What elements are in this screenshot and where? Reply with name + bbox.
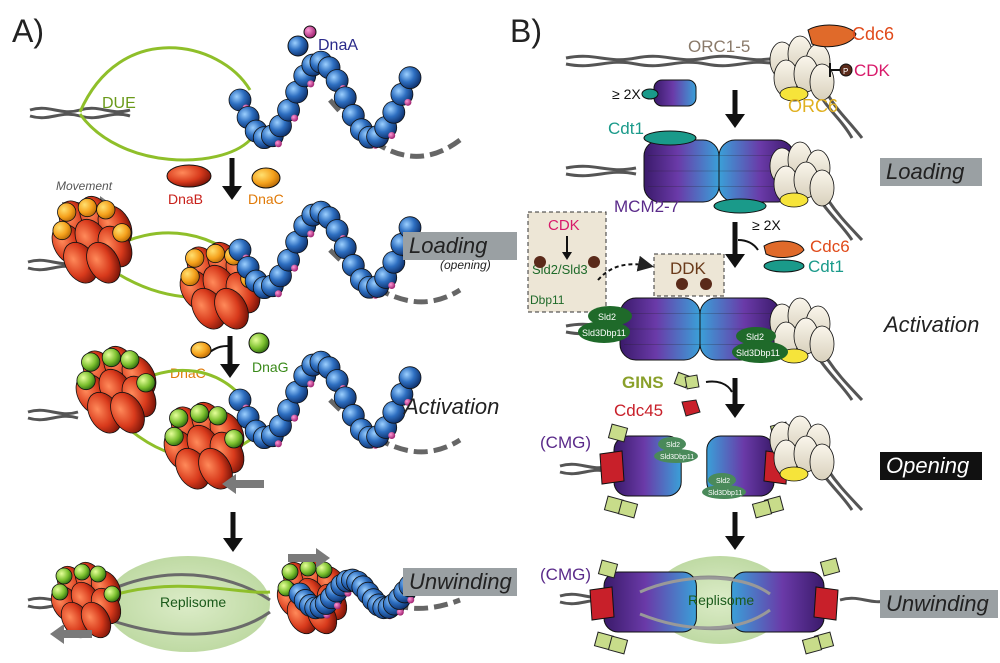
replisome-label-a: Replisome — [160, 594, 226, 610]
gins-label: GINS — [622, 373, 664, 392]
arrow-a3 — [223, 512, 243, 552]
cdt1-label-2: Cdt1 — [808, 257, 844, 276]
sld2sld3-label: Sld2/Sld3 — [532, 262, 588, 277]
arrow-b2 — [725, 222, 759, 268]
mcm-double-hexamer-row2 — [643, 130, 795, 214]
dnab-hexamer-row2-left — [51, 195, 133, 284]
dnaa-helix-row3 — [228, 350, 422, 450]
arrow-b3 — [705, 378, 745, 418]
gins-icon — [673, 371, 700, 390]
stage-activation-b: Activation — [884, 312, 980, 337]
cmg-complex-row4 — [599, 421, 791, 519]
sld-complex-row3-left: Sld2 Sld3Dbp11 — [578, 306, 632, 343]
dnac-dnag-exchange — [190, 332, 270, 359]
dnab-dnag-row4-left — [50, 561, 122, 639]
svg-text:Sld2: Sld2 — [746, 332, 764, 342]
due-label: DUE — [102, 95, 136, 112]
orc15-label: ORC1-5 — [688, 37, 750, 56]
cdc45-label: Cdc45 — [614, 401, 663, 420]
cmg-label-1: (CMG) — [540, 433, 591, 452]
ddk-phospho — [676, 278, 712, 290]
stage-opening-sub-a: (opening) — [440, 258, 491, 272]
dnab-label: DnaB — [168, 191, 203, 207]
dnab-hexamer-row2-right — [179, 241, 261, 330]
svg-text:Sld2: Sld2 — [666, 442, 680, 449]
ddk-label: DDK — [670, 259, 707, 278]
sld-complex-row4: Sld2 Sld3Dbp11 Sld2 Sld3Dbp11 — [654, 437, 746, 499]
cdk-label-1: CDK — [854, 61, 891, 80]
cdk-to-ddk-arrow — [597, 255, 654, 281]
mcm-input-row1 — [641, 79, 697, 107]
dbp11-label: Dbp11 — [530, 293, 565, 307]
sld-complex-row3-right: Sld2 Sld3Dbp11 — [732, 327, 788, 363]
arrow-b4 — [725, 512, 745, 550]
cdc6-row2 — [763, 240, 805, 258]
orc-complex-row2 — [769, 141, 835, 208]
cdc6-label-1: Cdc6 — [852, 24, 894, 44]
b-row1-dna — [565, 54, 864, 139]
svg-text:P: P — [843, 67, 848, 76]
dnaa-helix-row1 — [228, 50, 422, 150]
arrow-b1 — [725, 90, 745, 128]
svg-text:Sld3Dbp11: Sld3Dbp11 — [736, 348, 780, 358]
svg-text:Sld3Dbp11: Sld3Dbp11 — [660, 454, 694, 461]
ddk-box — [653, 253, 725, 297]
stage-loading-b: Loading — [880, 158, 982, 186]
replisome-label-b: Replisome — [688, 592, 754, 608]
panel-a-label: A) — [12, 13, 44, 49]
ge2x-label-1: ≥ 2X — [612, 86, 641, 102]
svg-text:Sld3Dbp11: Sld3Dbp11 — [582, 328, 626, 338]
svg-text:Sld3Dbp11: Sld3Dbp11 — [708, 490, 742, 497]
dnac-label-1: DnaC — [248, 191, 284, 207]
movement-label: Movement — [56, 179, 113, 193]
svg-text:Sld2: Sld2 — [598, 312, 616, 322]
cmg-label-2: (CMG) — [540, 565, 591, 584]
cdc45-icon — [681, 399, 701, 417]
unwinding-arrow-right — [288, 548, 330, 568]
arrow-a1 — [222, 158, 242, 200]
activation-arrow-bottom — [222, 474, 264, 494]
dnag-label: DnaG — [252, 359, 289, 375]
svg-text:Sld2: Sld2 — [716, 478, 730, 485]
mcm27-label: MCM2-7 — [614, 197, 679, 216]
cdk-box-phospho — [534, 256, 600, 268]
cmg-complex-row5 — [589, 557, 841, 655]
arrow-a2 — [209, 336, 240, 378]
dnaa-molecule — [287, 25, 317, 57]
cdt1-label-1: Cdt1 — [608, 119, 644, 138]
cdk-inhibition: P — [829, 63, 853, 77]
orc-complex-row4 — [769, 415, 835, 482]
dnab-dnag-row3-left — [75, 345, 157, 434]
unwinding-arrow-left — [50, 624, 92, 644]
orc-complex-row1 — [769, 35, 835, 102]
stage-activation-a: Activation — [404, 394, 500, 419]
cdt1-row2 — [763, 259, 805, 273]
dnab-dnac-inputs — [166, 164, 281, 189]
cdc6-label-2: Cdc6 — [810, 237, 850, 256]
stage-unwinding-b: Unwinding — [880, 590, 998, 618]
dnab-dnag-row3-right — [163, 401, 245, 490]
panel-b-label: B) — [510, 13, 542, 49]
stage-unwinding-a: Unwinding — [403, 568, 517, 596]
cdc6-row1 — [807, 24, 857, 48]
dnaa-helix-row2 — [228, 200, 422, 300]
orc6-label: ORC6 — [788, 96, 838, 116]
stage-loading-a: Loading — [403, 232, 517, 260]
cdk-label-2: CDK — [548, 217, 580, 234]
dnaa-label: DnaA — [318, 37, 358, 54]
ge2x-label-2: ≥ 2X — [752, 217, 781, 233]
stage-opening-b: Opening — [880, 452, 982, 480]
